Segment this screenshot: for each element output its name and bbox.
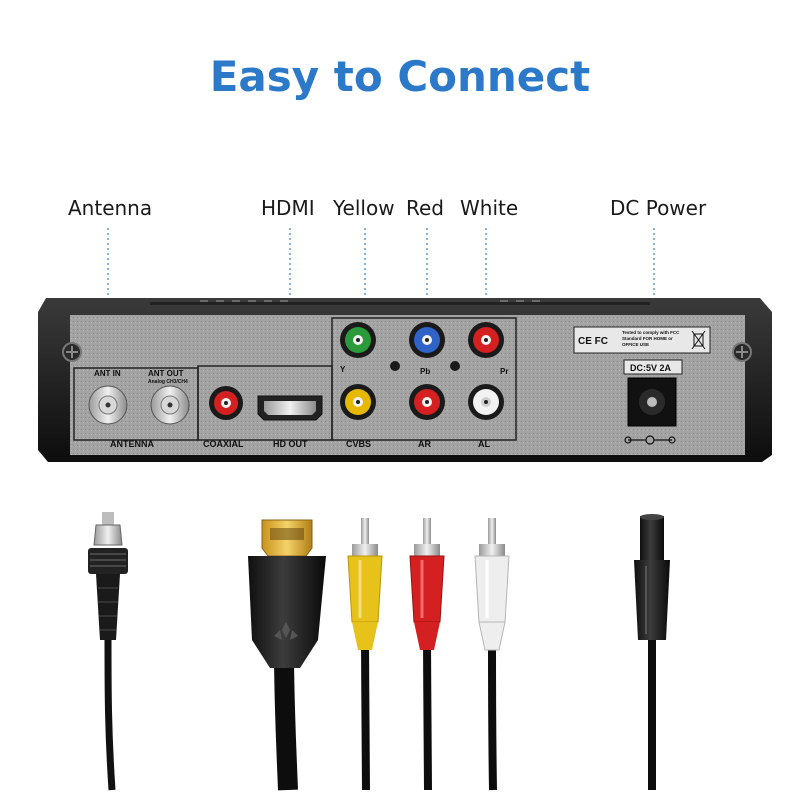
pb-label: Pb bbox=[420, 367, 430, 376]
ar-label: AR bbox=[418, 439, 431, 449]
hdmi-cable bbox=[248, 519, 326, 791]
dc-power-label: DC Power bbox=[610, 196, 707, 220]
al-label: AL bbox=[478, 439, 490, 449]
ant-out-sub-label: Analog CH3/CH4 bbox=[148, 379, 188, 385]
coaxial-label: COAXIAL bbox=[203, 439, 244, 449]
compliance-label bbox=[573, 326, 711, 354]
ant-out-label: ANT OUT bbox=[148, 369, 184, 378]
y-label: Y bbox=[340, 365, 346, 374]
dc-power-cable bbox=[634, 514, 670, 790]
white-label: White bbox=[460, 196, 519, 220]
hdmi-label: HDMI bbox=[261, 196, 315, 220]
yellow-rca-cable bbox=[347, 518, 383, 791]
fcc-text-3: OFFICE USE bbox=[622, 342, 649, 347]
coax-cable bbox=[88, 512, 128, 791]
dc-rating-label: DC:5V 2A bbox=[630, 363, 672, 373]
ant-in-label: ANT IN bbox=[94, 369, 121, 378]
polarity-icon bbox=[624, 435, 676, 445]
rca-group-frame bbox=[331, 317, 517, 441]
red-rca-cable bbox=[409, 518, 445, 791]
dc-rating-box bbox=[623, 359, 683, 375]
fcc-text-2: Standard FOR HOME or bbox=[622, 336, 673, 341]
page-title: Easy to Connect bbox=[209, 52, 591, 101]
cvbs-label: CVBS bbox=[346, 439, 371, 449]
red-label: Red bbox=[406, 196, 444, 220]
yellow-label: Yellow bbox=[333, 196, 395, 220]
white-rca-cable bbox=[474, 518, 510, 791]
hd-out-label: HD OUT bbox=[273, 439, 308, 449]
pr-label: Pr bbox=[500, 367, 508, 376]
vent-slots bbox=[150, 300, 650, 305]
antenna-port-label: ANTENNA bbox=[110, 439, 154, 449]
cables bbox=[88, 512, 670, 791]
antenna-label: Antenna bbox=[68, 196, 153, 220]
fcc-text-1: Tested to comply with FCC bbox=[622, 330, 680, 335]
weee-bin-icon bbox=[691, 330, 706, 350]
set-top-box: ANT IN ANT OUT Analog CH3/CH4 ANTENNA CO… bbox=[38, 298, 772, 462]
ce-fc-mark: CE FC bbox=[578, 336, 608, 347]
